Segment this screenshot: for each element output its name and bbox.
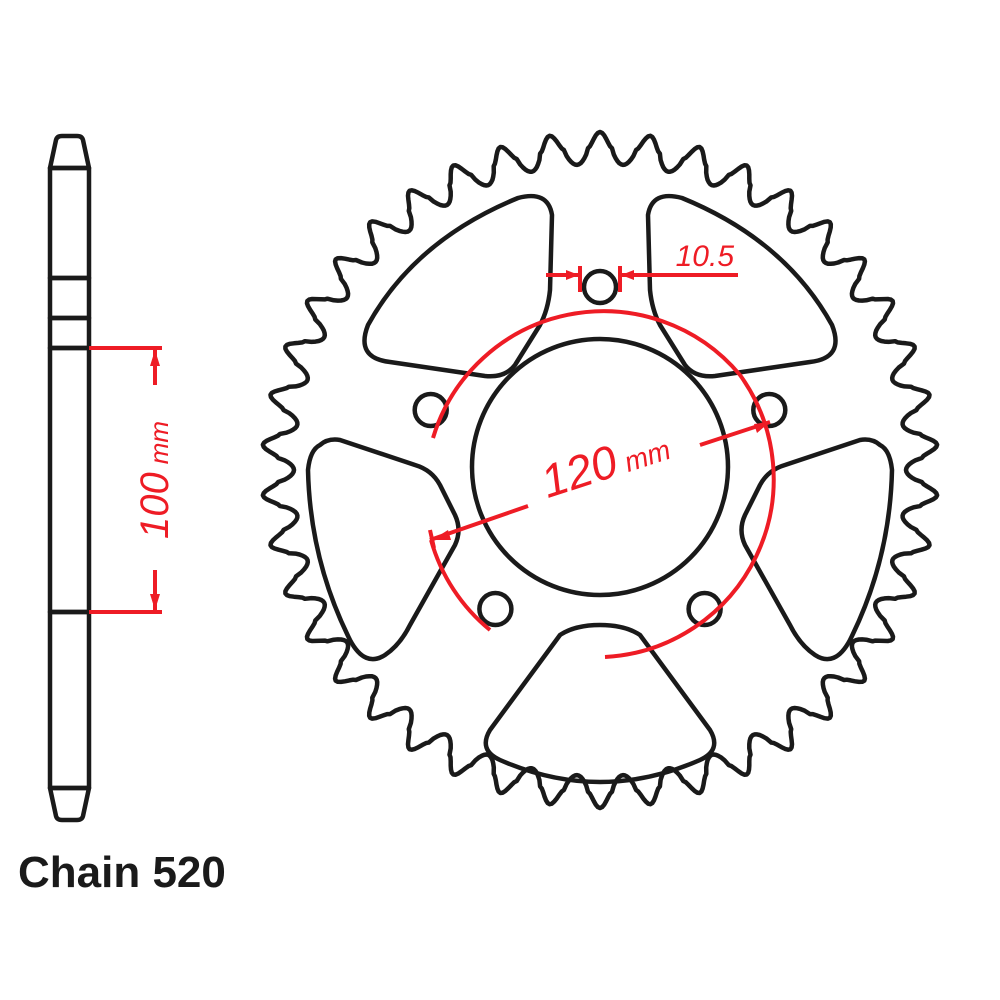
bolt-circle-value: 120 <box>535 435 624 508</box>
bolt-hole <box>751 391 788 429</box>
profile-bottom-tip <box>47 785 92 823</box>
hub-width-unit: mm <box>144 421 174 464</box>
bolt-hole-dimension: 10.5 <box>546 240 738 292</box>
bolt-hole <box>477 590 514 628</box>
sprocket-front-view: 120mm 10.5 <box>260 129 940 811</box>
profile-hub <box>47 345 92 615</box>
cutout-left <box>305 437 461 662</box>
svg-text:100mm: 100 mm <box>133 421 177 539</box>
cutout-bottom <box>483 622 717 785</box>
bolt-hole <box>412 391 449 429</box>
svg-text:120mm: 120mm <box>535 418 676 508</box>
chain-size-caption: Chain 520 <box>18 848 226 897</box>
center-hole <box>469 336 731 598</box>
cutouts <box>305 193 895 785</box>
profile-hatch-upper-hub <box>47 315 92 351</box>
cutout-right <box>739 437 895 662</box>
side-profile-view: 100 mm <box>47 133 177 823</box>
hub-width-value: 100 <box>133 472 177 539</box>
bolt-hole-diameter-label: 10.5 <box>676 240 735 273</box>
cutout-top-right <box>645 193 838 379</box>
profile-top-tip <box>47 133 92 171</box>
profile-hatch-bottom <box>47 609 92 791</box>
sprocket-teeth-outline <box>260 129 940 811</box>
cutout-top-left <box>362 193 555 379</box>
bolt-hole <box>581 268 619 306</box>
hub-width-dimension: 100 mm <box>89 346 177 614</box>
profile-hatch-top <box>47 165 92 281</box>
bolt-circle-unit: mm <box>620 434 674 478</box>
profile-plain-band <box>47 275 92 321</box>
